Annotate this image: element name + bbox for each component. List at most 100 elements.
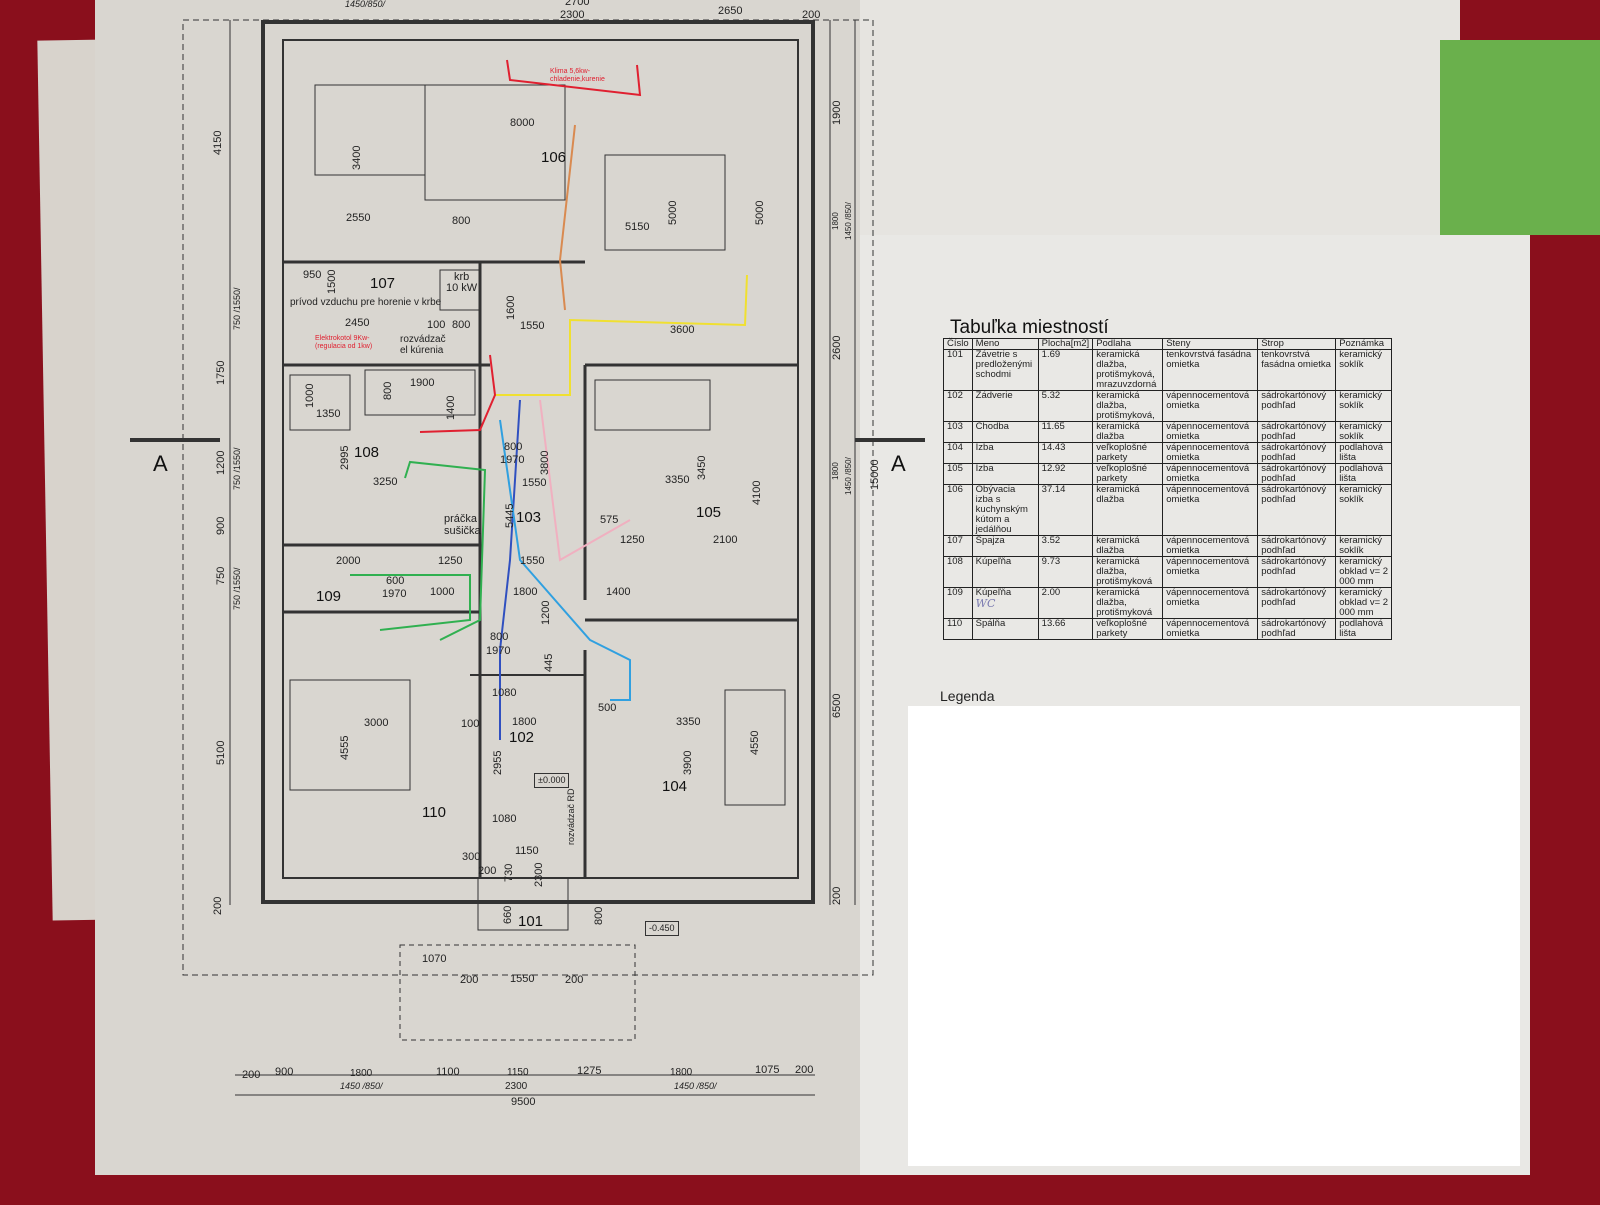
table-cell: 13.66	[1037, 618, 1094, 640]
dim-top: 2300	[560, 9, 585, 21]
room-106: 106	[541, 149, 567, 166]
table-cell: 14.43	[1037, 442, 1094, 464]
room-101: 101	[518, 913, 544, 930]
dim-inner: 2300	[533, 862, 545, 887]
table-cell: Špajza	[971, 535, 1039, 557]
dim-inner: 1550	[520, 320, 545, 332]
table-cell: veľkoplošné parkety	[1092, 463, 1164, 485]
dim-top: 200	[802, 9, 821, 21]
outer-wall	[261, 20, 815, 904]
table-cell: podlahová lišta	[1335, 442, 1393, 464]
handwritten-wc-note: WC	[975, 597, 996, 610]
table-cell: sádrokartónový podhľad	[1257, 587, 1337, 619]
room-105: 105	[696, 504, 722, 521]
washer-dryer-label: práčka sušička	[444, 513, 481, 537]
table-cell: vápennocementová omietka	[1162, 535, 1259, 557]
table-cell: vápennocementová omietka	[1162, 421, 1259, 443]
table-sheet-top	[860, 0, 1460, 240]
table-cell: veľkoplošné parkety	[1092, 618, 1164, 640]
table-cell: Obývacia izba s kuchynským kútom a jedál…	[971, 484, 1039, 536]
elektrokotol-note: Elektrokotol 9Kw- (regulacia od 1kw)	[315, 335, 373, 350]
dim-bottom: 1550	[510, 973, 535, 985]
table-cell: Spálňa	[971, 618, 1039, 640]
dim-right: 6500	[831, 693, 843, 718]
dim-bottom: 1450 /850/	[340, 1081, 383, 1091]
col-header: Plocha[m2]	[1037, 338, 1094, 350]
table-cell: Chodba	[971, 421, 1039, 443]
dim-right: 1450 /850/	[844, 202, 853, 240]
table-cell: Závetrie s predloženými schodmi	[971, 349, 1039, 391]
dim-inner: 1250	[620, 534, 645, 546]
table-cell: keramická dlažba	[1092, 421, 1164, 443]
table-cell: sádrokartónový podhľad	[1257, 421, 1337, 443]
room-table: Číslo Meno Plocha[m2] Podlaha Steny Stro…	[943, 338, 1393, 640]
table-cell: sádrokartónový podhľad	[1257, 535, 1337, 557]
table-cell: 110	[943, 618, 973, 640]
table-cell: vápennocementová omietka	[1162, 484, 1259, 536]
redaction-box	[908, 706, 1520, 1166]
table-cell: keramický soklík	[1335, 421, 1393, 443]
table-cell: 5.32	[1037, 390, 1094, 422]
dim-inner: 1800	[513, 586, 538, 598]
klima-line	[506, 59, 642, 97]
dim-top: 1450/850/	[345, 0, 386, 9]
dim-right: 1800	[831, 212, 840, 230]
room-table-title: Tabuľka miestností	[950, 317, 1109, 338]
room-110: 110	[422, 804, 446, 821]
dim-inner: 2000	[336, 555, 361, 567]
dim-inner: 2100	[713, 534, 738, 546]
dim-inner: 800	[504, 441, 523, 453]
dim-inner: 575	[600, 514, 619, 526]
dim-inner: 3400	[351, 145, 363, 170]
table-cell: keramická dlažba, protišmyková,	[1092, 390, 1164, 422]
dim-inner: 1900	[410, 377, 435, 389]
dim-inner: 1000	[304, 383, 316, 408]
dim-bottom: 1075	[755, 1064, 780, 1076]
table-cell: sádrokartónový podhľad	[1257, 484, 1337, 536]
table-cell: 1.69	[1037, 349, 1094, 391]
level-zero: ±0.000	[534, 773, 570, 788]
main-distributor-label: rozvádzač RD	[566, 788, 576, 845]
dim-inner: 1080	[492, 813, 517, 825]
heating-distributor-label: rozvádzač el kúrenia	[400, 334, 446, 356]
dim-inner: 1200	[540, 600, 552, 625]
dim-top: 2700	[565, 0, 590, 8]
section-mark-right: A	[891, 451, 906, 476]
dim-bottom: 1800	[670, 1067, 693, 1078]
room-103: 103	[516, 509, 542, 526]
dim-inner: 3350	[665, 474, 690, 486]
col-header: Meno	[971, 338, 1039, 350]
room-107: 107	[370, 275, 396, 292]
dim-right: 1450 /850/	[844, 457, 853, 495]
table-cell: keramický soklík	[1335, 535, 1393, 557]
table-cell: keramická dlažba	[1092, 535, 1164, 557]
fireplace	[439, 269, 481, 311]
dim-bottom: 200	[242, 1069, 261, 1081]
dim-right: 15000	[869, 459, 881, 490]
table-cell: sádrokartónový podhľad	[1257, 390, 1337, 422]
table-cell: keramická dlažba, protišmyková	[1092, 587, 1164, 619]
dim-inner: 4550	[749, 730, 761, 755]
dim-inner: 500	[598, 702, 617, 714]
dim-top: 2650	[718, 5, 743, 17]
dim-left: 900	[215, 516, 227, 535]
dim-inner: 2550	[346, 212, 371, 224]
table-cell: sádrokartónový podhľad	[1257, 618, 1337, 640]
dim-left: 750 /1550/	[232, 447, 242, 490]
dim-inner: 1400	[606, 586, 631, 598]
dim-inner: 800	[490, 631, 509, 643]
dim-inner: 2955	[492, 750, 504, 775]
dim-inner: 200	[478, 865, 497, 877]
table-cell: 2.00	[1037, 587, 1094, 619]
dim-inner: 3000	[364, 717, 389, 729]
dim-inner: 1550	[522, 477, 547, 489]
dim-bottom: 200	[460, 974, 479, 986]
dim-inner: 1550	[520, 555, 545, 567]
